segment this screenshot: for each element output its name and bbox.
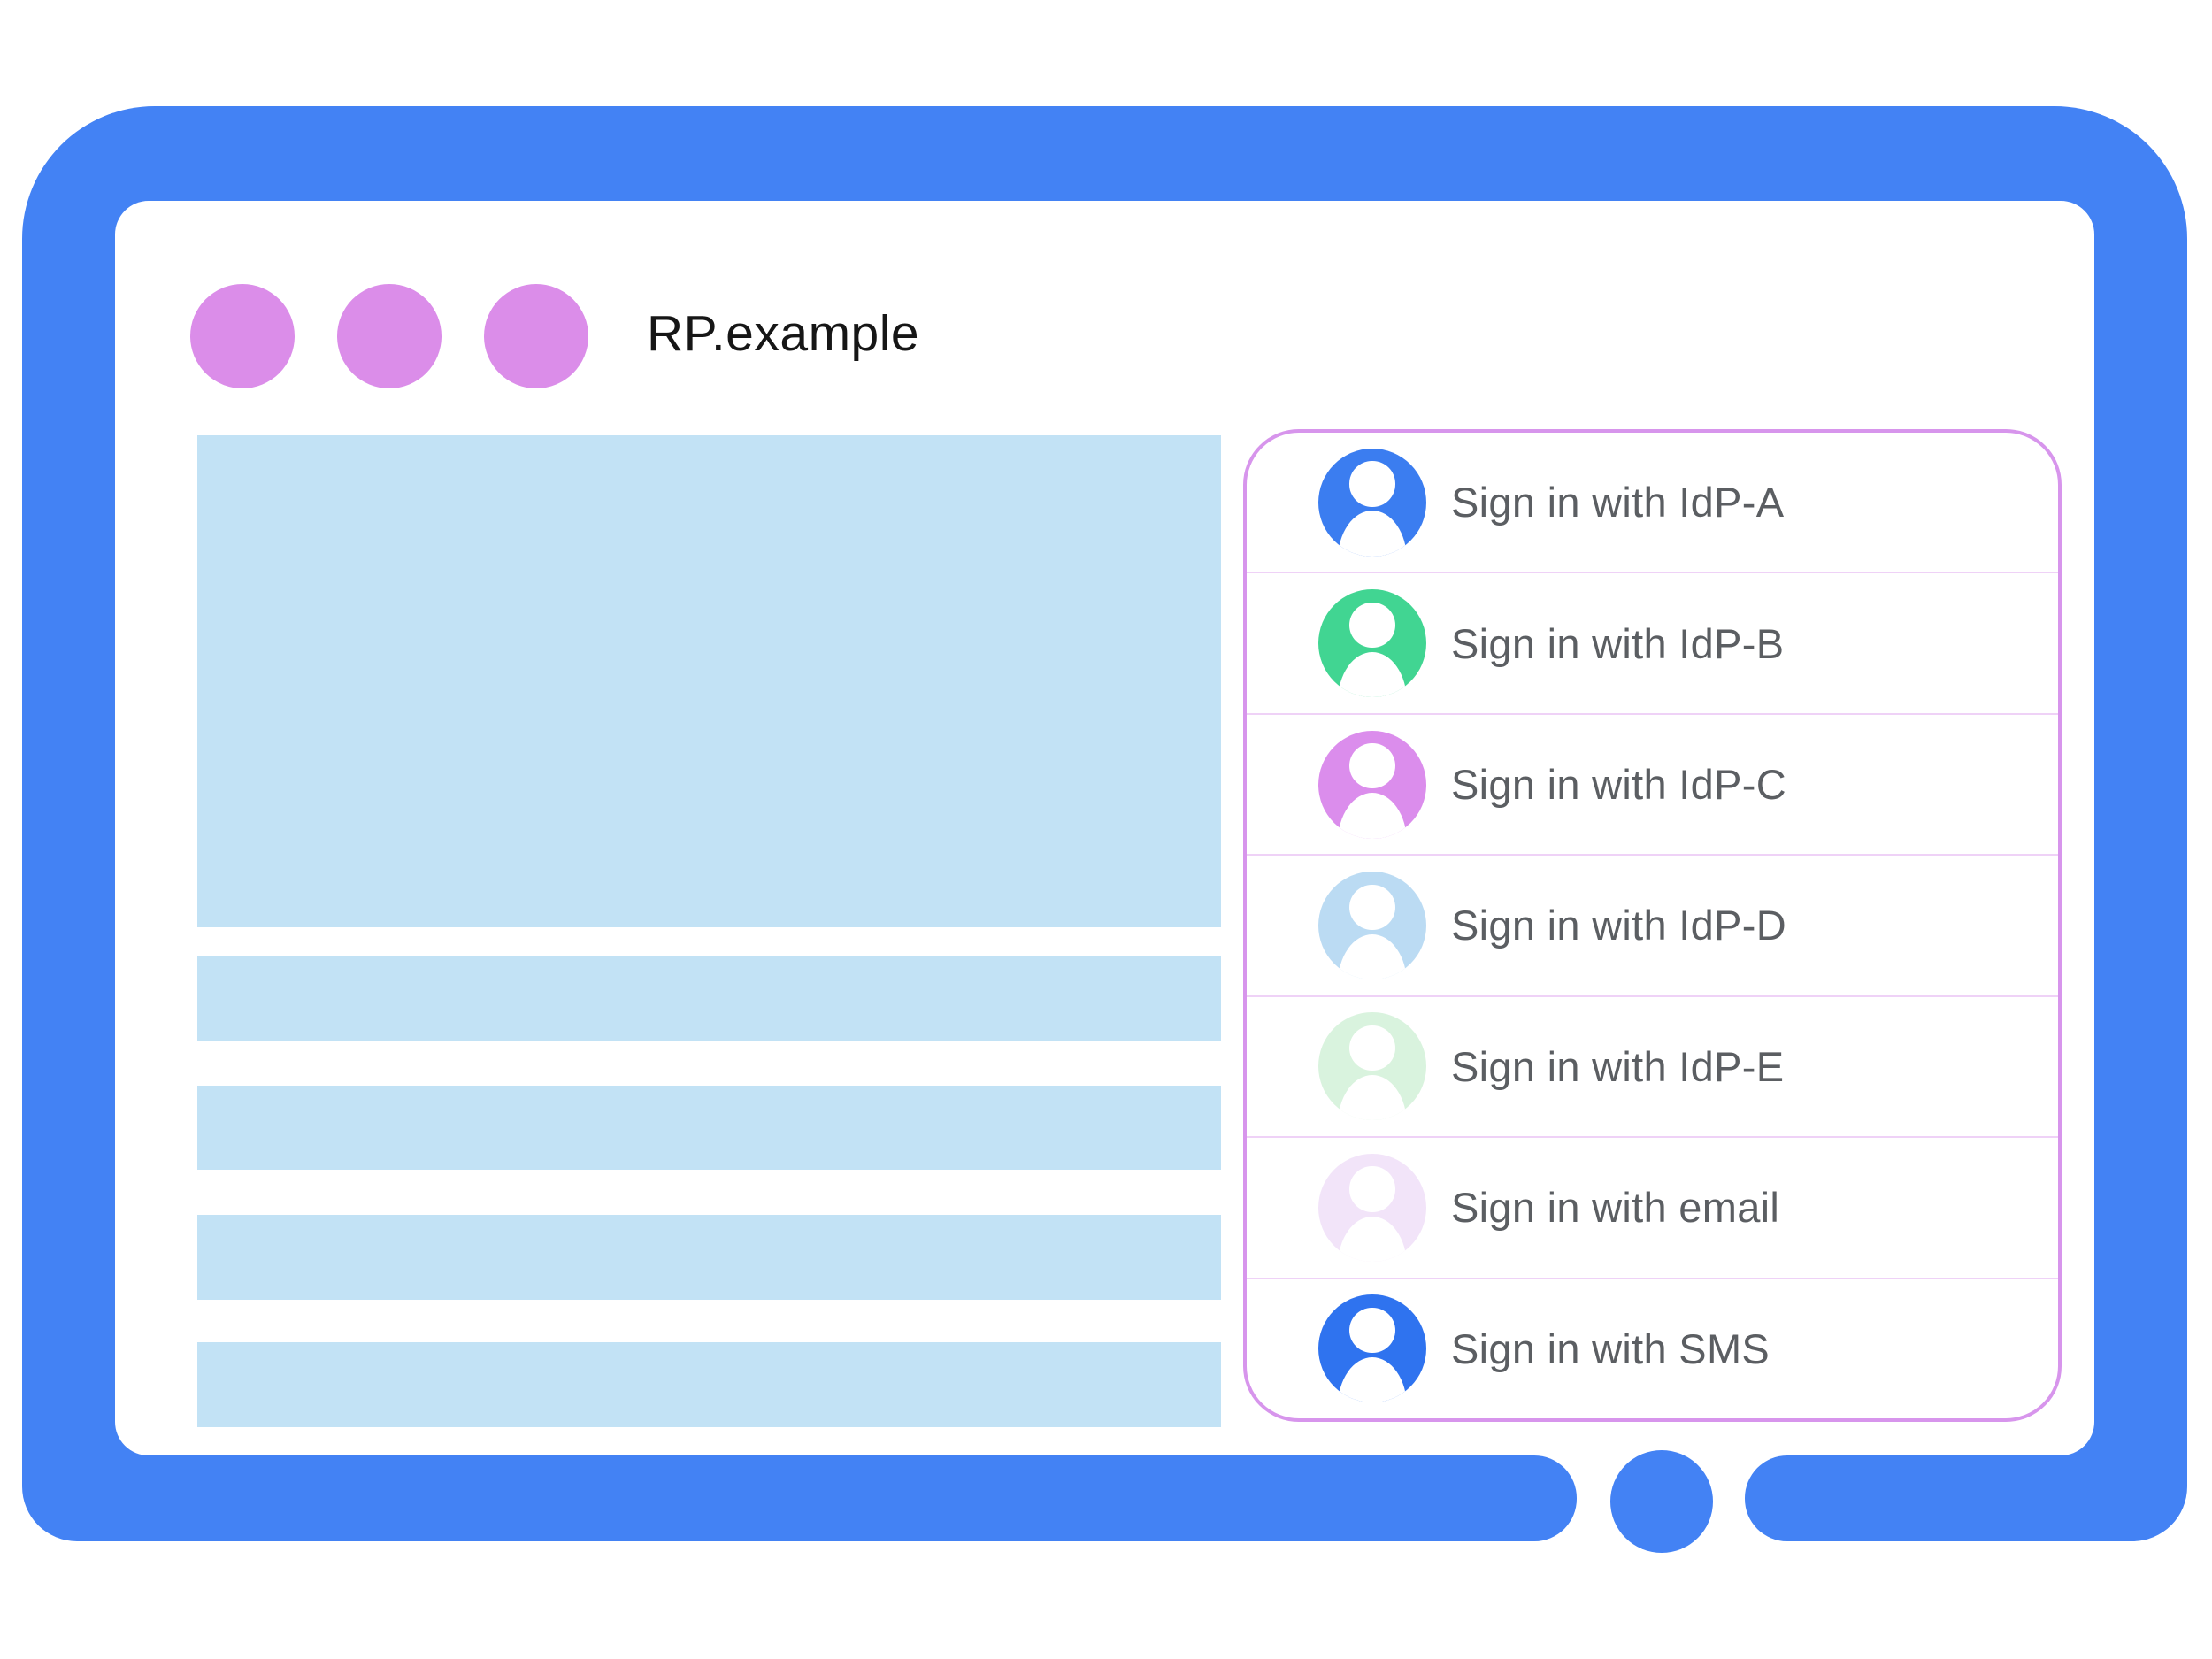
person-head bbox=[1349, 1307, 1395, 1354]
person-icon bbox=[1318, 1153, 1426, 1262]
person-head bbox=[1349, 884, 1395, 930]
person-icon bbox=[1318, 1012, 1426, 1121]
signin-option-label: Sign in with IdP-E bbox=[1451, 1042, 1785, 1090]
signin-option-label: Sign in with email bbox=[1451, 1184, 1780, 1232]
person-torso bbox=[1337, 651, 1408, 698]
person-icon bbox=[1318, 730, 1426, 839]
content-placeholder-line-3 bbox=[197, 1215, 1221, 1300]
content-placeholder-line-4 bbox=[197, 1342, 1221, 1427]
signin-option-sign-in-with-idp-c[interactable]: Sign in with IdP-C bbox=[1247, 712, 2058, 854]
person-icon bbox=[1318, 589, 1426, 698]
signin-option-label: Sign in with SMS bbox=[1451, 1325, 1770, 1372]
bezel-cap-left bbox=[1492, 1455, 1577, 1541]
person-torso bbox=[1337, 933, 1408, 979]
signin-option-label: Sign in with IdP-C bbox=[1451, 761, 1786, 809]
window-dot[interactable] bbox=[190, 284, 295, 388]
person-head bbox=[1349, 602, 1395, 648]
page-title: RP.example bbox=[647, 305, 920, 362]
signin-option-sign-in-with-idp-a[interactable]: Sign in with IdP-A bbox=[1247, 433, 2058, 572]
home-button[interactable] bbox=[1610, 1450, 1713, 1553]
bezel-cap-right bbox=[1745, 1455, 1830, 1541]
signin-option-label: Sign in with IdP-A bbox=[1451, 479, 1785, 526]
person-head bbox=[1349, 743, 1395, 789]
signin-panel: Sign in with IdP-A Sign in with IdP-B Sign… bbox=[1243, 429, 2062, 1422]
person-head bbox=[1349, 1025, 1395, 1071]
person-torso bbox=[1337, 1356, 1408, 1403]
signin-option-sign-in-with-idp-d[interactable]: Sign in with IdP-D bbox=[1247, 854, 2058, 995]
signin-option-label: Sign in with IdP-D bbox=[1451, 902, 1786, 949]
window-dot[interactable] bbox=[484, 284, 588, 388]
signin-option-label: Sign in with IdP-B bbox=[1451, 619, 1785, 667]
window-dot[interactable] bbox=[337, 284, 442, 388]
content-placeholder-line-2 bbox=[197, 1086, 1221, 1170]
person-torso bbox=[1337, 1075, 1408, 1121]
person-torso bbox=[1337, 793, 1408, 839]
person-head bbox=[1349, 461, 1395, 507]
signin-option-sign-in-with-idp-b[interactable]: Sign in with IdP-B bbox=[1247, 572, 2058, 712]
content-placeholder-hero bbox=[197, 435, 1221, 927]
signin-option-sign-in-with-email[interactable]: Sign in with email bbox=[1247, 1136, 2058, 1277]
person-icon bbox=[1318, 1294, 1426, 1403]
person-head bbox=[1349, 1166, 1395, 1212]
person-icon bbox=[1318, 448, 1426, 557]
signin-option-sign-in-with-sms[interactable]: Sign in with SMS bbox=[1247, 1277, 2058, 1418]
person-torso bbox=[1337, 511, 1408, 557]
person-icon bbox=[1318, 871, 1426, 979]
person-torso bbox=[1337, 1216, 1408, 1262]
content-placeholder-line-1 bbox=[197, 956, 1221, 1041]
window-controls bbox=[190, 284, 588, 388]
signin-option-sign-in-with-idp-e[interactable]: Sign in with IdP-E bbox=[1247, 995, 2058, 1136]
